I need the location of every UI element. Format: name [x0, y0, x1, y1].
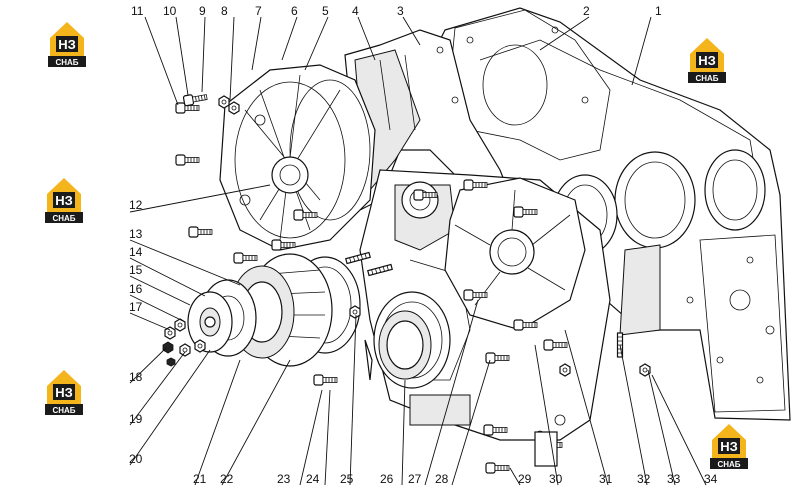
callout-34: 34	[704, 472, 718, 486]
callout-5: 5	[322, 4, 329, 18]
fasteners	[162, 91, 651, 474]
callout-28: 28	[435, 472, 449, 486]
accessory-housing	[219, 64, 376, 251]
callout-21: 21	[193, 472, 207, 486]
logo-caption: СНАБ	[717, 460, 740, 469]
logo-caption: СНАБ	[52, 406, 75, 415]
gear-cover-plate	[444, 177, 586, 331]
logo-letters: НЗ	[720, 439, 738, 454]
leader-lines	[129, 16, 707, 486]
seal-housing	[364, 291, 451, 389]
callout-15: 15	[129, 263, 143, 277]
logo-caption: СНАБ	[695, 74, 718, 83]
logo-top-right: НЗ СНАБ	[688, 38, 726, 83]
callout-33: 33	[667, 472, 681, 486]
callout-1: 1	[655, 4, 662, 18]
callout-7: 7	[255, 4, 262, 18]
callout-14: 14	[129, 245, 143, 259]
callout-9: 9	[199, 4, 206, 18]
callout-25: 25	[340, 472, 354, 486]
callout-27: 27	[408, 472, 422, 486]
callout-22: 22	[220, 472, 234, 486]
callout-3: 3	[397, 4, 404, 18]
callout-26: 26	[380, 472, 394, 486]
callout-17: 17	[129, 300, 143, 314]
pulley-assembly	[187, 253, 361, 367]
logo-top-left: НЗ СНАБ	[48, 22, 86, 67]
callout-23: 23	[277, 472, 291, 486]
callout-18: 18	[129, 370, 143, 384]
logo-bottom-right: НЗ СНАБ	[710, 424, 748, 469]
callout-30: 30	[549, 472, 563, 486]
logo-left-mid: НЗ СНАБ	[45, 178, 83, 223]
callout-10: 10	[163, 4, 177, 18]
callout-19: 19	[129, 412, 143, 426]
logo-letters: НЗ	[55, 193, 73, 208]
callout-8: 8	[221, 4, 228, 18]
callout-13: 13	[129, 227, 143, 241]
logo-caption: СНАБ	[55, 58, 78, 67]
callout-31: 31	[599, 472, 613, 486]
logo-letters: НЗ	[698, 53, 716, 68]
callout-24: 24	[306, 472, 320, 486]
callout-numbers: 1 2 3 4 5 6 7 8 9 10 11 12 13 14 15 16 1…	[129, 4, 718, 486]
callout-29: 29	[518, 472, 532, 486]
logo-left-bottom: НЗ СНАБ	[45, 370, 83, 415]
logo-letters: НЗ	[55, 385, 73, 400]
logo-letters: НЗ	[58, 37, 76, 52]
callout-32: 32	[637, 472, 651, 486]
callout-4: 4	[352, 4, 359, 18]
callout-6: 6	[291, 4, 298, 18]
logo-caption: СНАБ	[52, 214, 75, 223]
callout-11: 11	[131, 4, 144, 18]
callout-2: 2	[583, 4, 590, 18]
callout-20: 20	[129, 452, 143, 466]
callout-16: 16	[129, 282, 143, 296]
callout-12: 12	[129, 198, 143, 212]
